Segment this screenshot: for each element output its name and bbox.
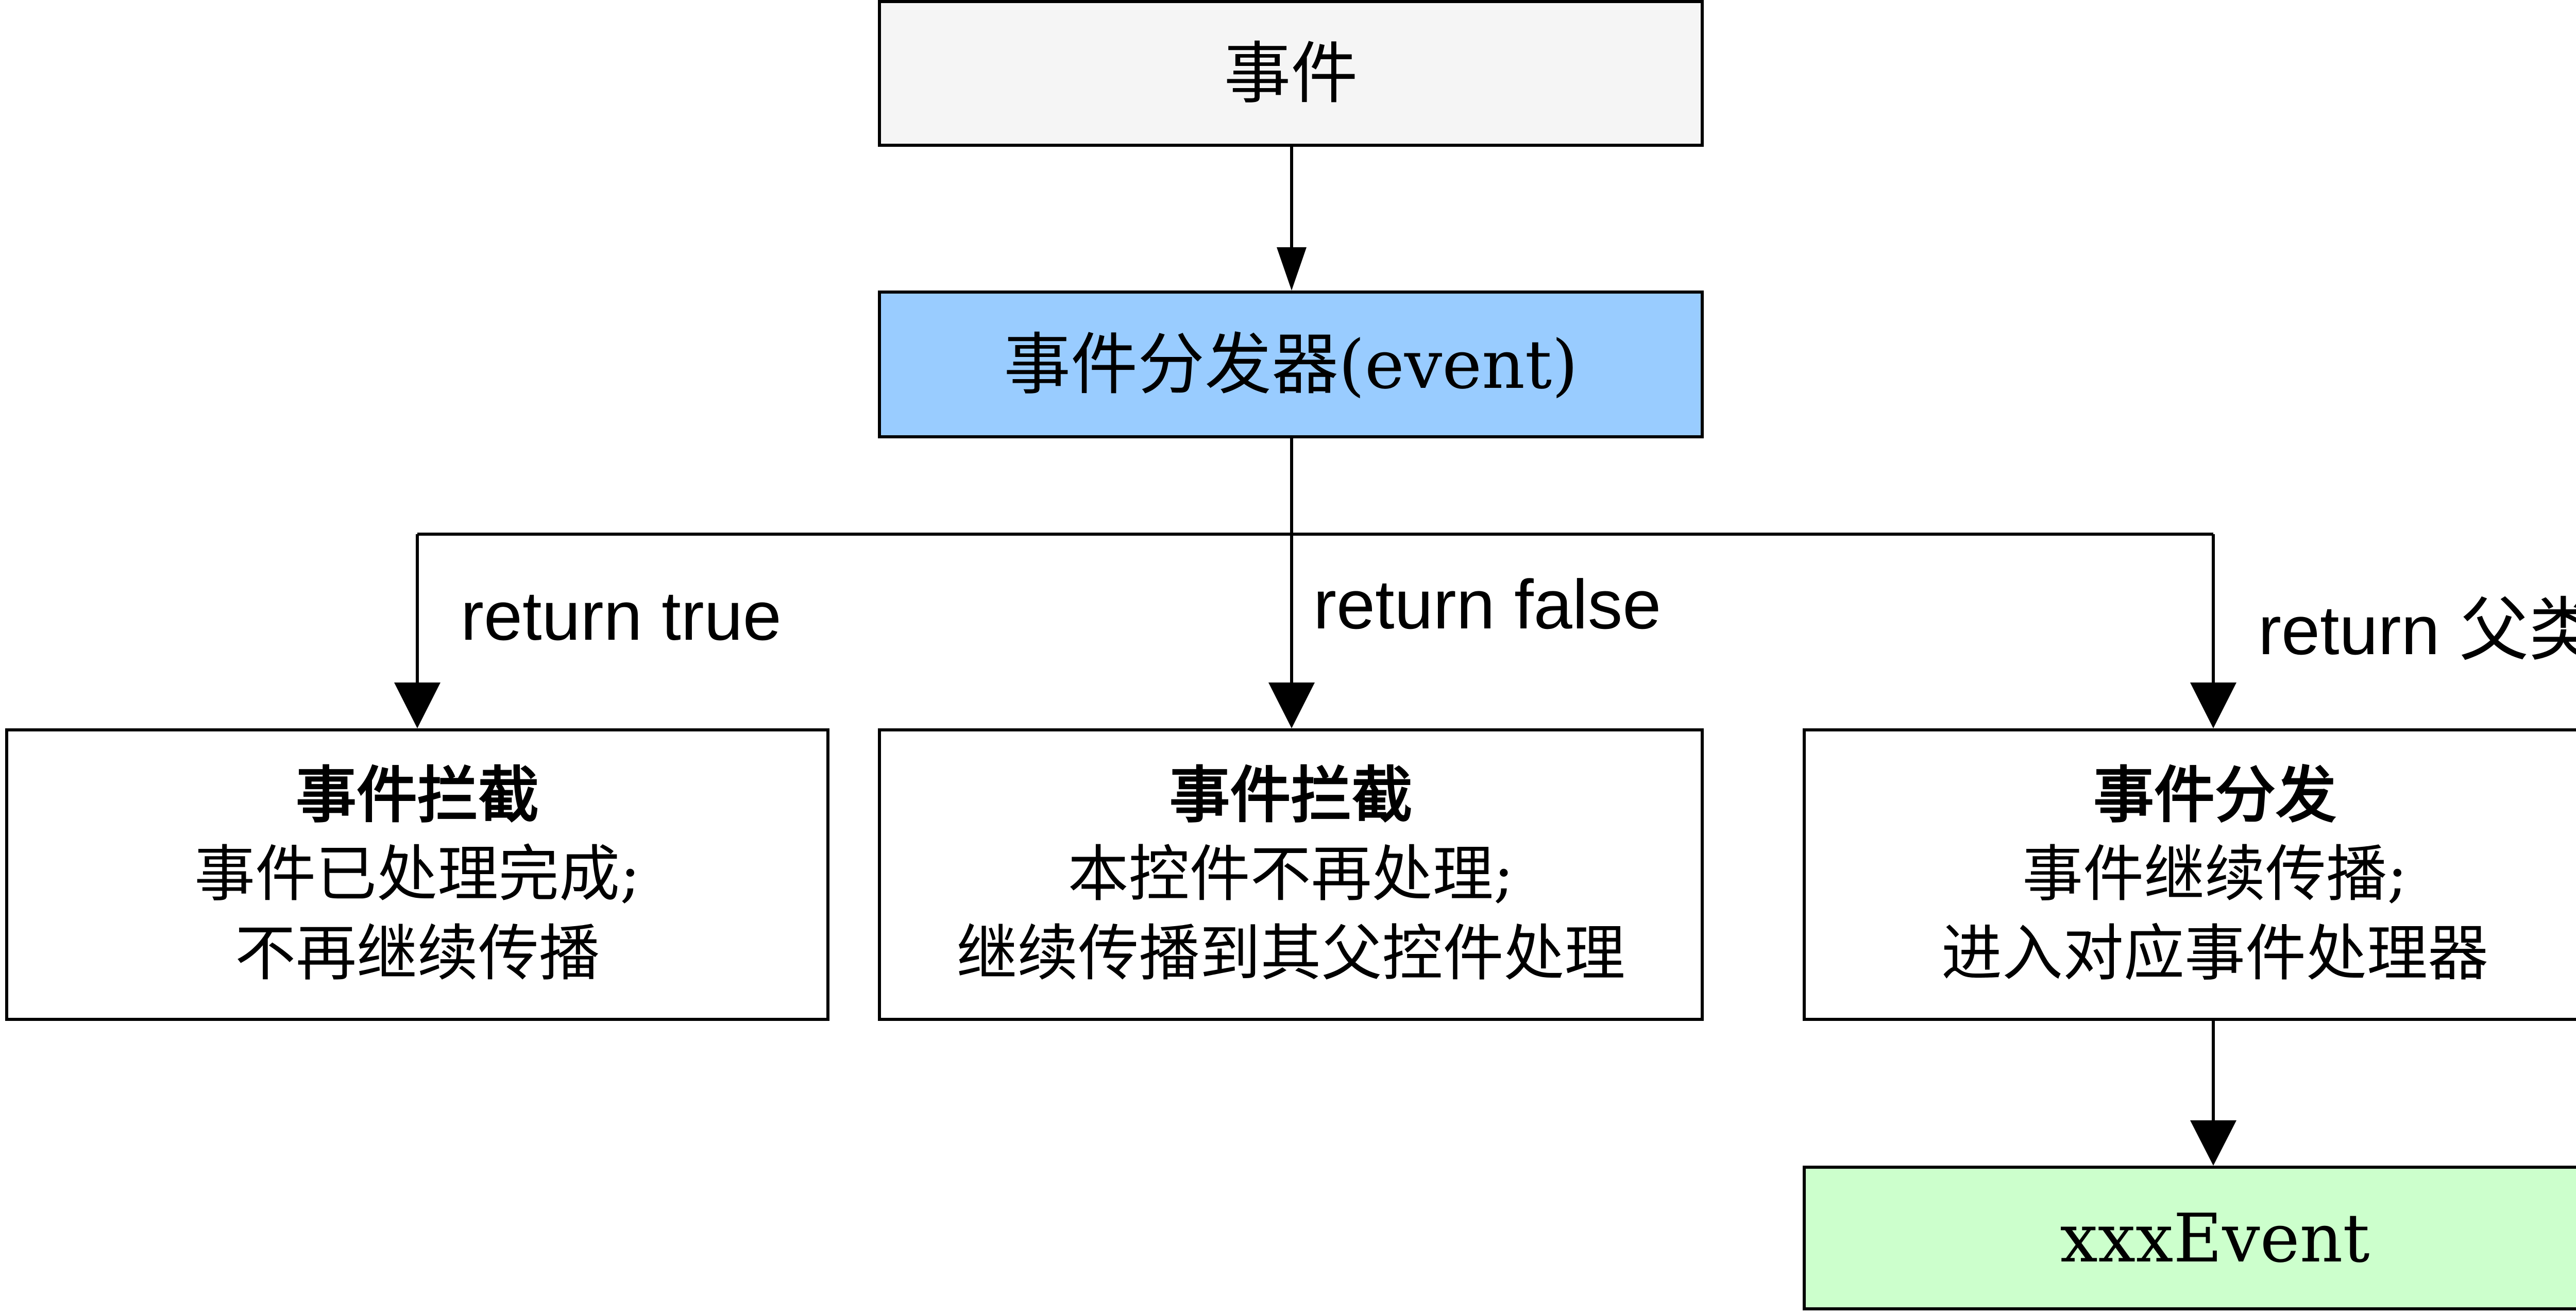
handler-node: xxxEvent [1803, 1166, 2576, 1310]
arrowhead-icon [394, 682, 440, 728]
dispatcher-node: 事件分发器(event) [878, 291, 1704, 438]
intercept-false-node: 事件拦截 本控件不再处理; 继续传播到其父控件处理 [878, 728, 1704, 1021]
intercept-false-line-1: 本控件不再处理; [1067, 839, 1514, 910]
arrowhead-icon [2190, 1120, 2236, 1166]
edge-label-return-true: return true [461, 577, 782, 655]
arrowhead-icon [1277, 247, 1307, 291]
dispatch-line-1: 事件继续传播; [2022, 839, 2408, 910]
edge-label-return-parent: return 父类 event [2258, 591, 2576, 669]
intercept-true-line-2: 不再继续传播 [234, 917, 600, 989]
intercept-true-title: 事件拦截 [295, 759, 539, 831]
arrowhead-icon [1268, 682, 1315, 728]
intercept-true-node: 事件拦截 事件已处理完成; 不再继续传播 [5, 728, 829, 1021]
arrowhead-icon [2190, 682, 2236, 728]
event-node: 事件 [878, 0, 1704, 147]
dispatcher-node-label: 事件分发器(event) [1004, 325, 1578, 404]
handler-node-label: xxxEvent [2060, 1199, 2370, 1277]
intercept-false-line-2: 继续传播到其父控件处理 [956, 917, 1625, 989]
dispatch-node: 事件分发 事件继续传播; 进入对应事件处理器 [1803, 728, 2576, 1021]
intercept-true-line-1: 事件已处理完成; [194, 839, 640, 910]
dispatch-title: 事件分发 [2093, 759, 2336, 831]
event-node-label: 事件 [1224, 34, 1358, 113]
intercept-false-title: 事件拦截 [1169, 759, 1413, 831]
dispatch-line-2: 进入对应事件处理器 [1941, 917, 2488, 989]
edge-label-return-false: return false [1313, 566, 1662, 643]
